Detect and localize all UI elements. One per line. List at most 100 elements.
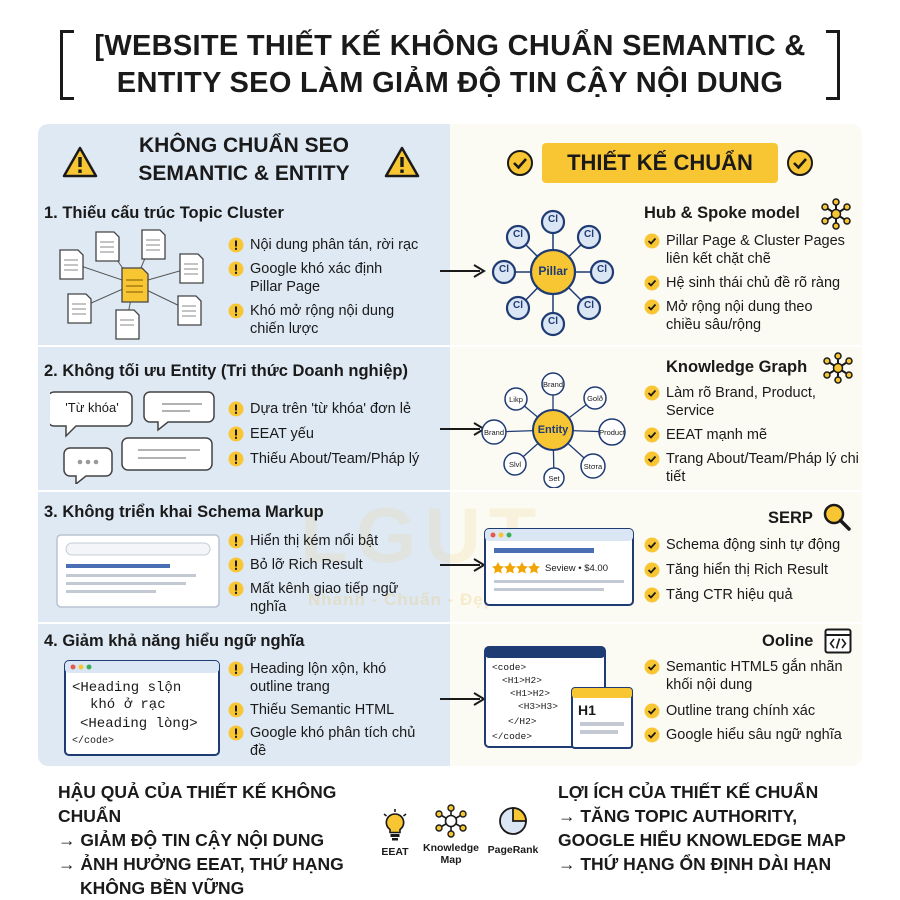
check-icon (644, 703, 660, 719)
bullet-item: Mất kênh giao tiếp ngữ nghĩa (228, 580, 418, 616)
left-header-line-2: SEMANTIC & ENTITY (138, 162, 350, 185)
messy-code-line: <Heading slộn (72, 680, 182, 696)
left-header-line-1: KHÔNG CHUẨN SEO (138, 134, 349, 157)
entity-node-label: Likp (509, 395, 523, 404)
exclamation-icon (228, 237, 244, 253)
bullet-item: EEAT yếu (228, 425, 428, 443)
bullet-item: Khó mở rộng nội dung chiến lược (228, 302, 418, 338)
bullet-item: Nội dung phân tán, rời rạc (228, 236, 428, 254)
check-icon (644, 451, 660, 467)
section-1-left-title: 1. Thiếu cấu trúc Topic Cluster (44, 204, 284, 222)
check-icon (644, 727, 660, 743)
messy-code-window-illustration (64, 660, 220, 756)
title-line-1: [WEBSITE THIẾT KẾ KHÔNG CHUẨN SEMANTIC & (94, 30, 806, 62)
exclamation-icon (228, 557, 244, 573)
check-icon (644, 299, 660, 315)
semantic-code-line: </H2> (508, 716, 537, 727)
keyword-bubble-label: 'Từ khóa' (65, 400, 119, 415)
exclamation-icon (228, 702, 244, 718)
cluster-node-label: Cl (597, 264, 607, 275)
section-2-left-title: 2. Không tối ưu Entity (Tri thức Doanh n… (44, 362, 408, 380)
bullet-item: Google hiểu sâu ngữ nghĩa (644, 726, 859, 744)
arrow-right-icon (440, 692, 486, 706)
code-window-icon (824, 628, 852, 654)
bullet-item: Hiển thị kém nổi bật (228, 532, 428, 550)
semantic-code-line: <H3>H3> (518, 701, 558, 712)
bullet-item: Google khó phân tích chủ đề (228, 724, 428, 760)
check-icon (644, 562, 660, 578)
semantic-code-line: <code> (492, 662, 527, 673)
warning-icon (62, 146, 98, 178)
bullet-item: Semantic HTML5 gắn nhãn khối nội dung (644, 658, 862, 694)
cluster-node-label: Cl (584, 229, 594, 240)
left-header: KHÔNG CHUẨN SEO SEMANTIC & ENTITY (38, 128, 450, 190)
plain-search-result-illustration (56, 534, 220, 608)
entity-node-label: Brand (542, 380, 563, 389)
network-icon (823, 352, 853, 384)
title-line-2: ENTITY SEO LÀM GIẢM ĐỘ TIN CẬY NỘI DUNG (116, 67, 784, 99)
warning-icon (384, 146, 420, 178)
watermark-tagline: Nhanh - Chuẩn - Đẹp (308, 590, 496, 609)
cluster-node-label: Cl (499, 264, 509, 275)
consequence-item: → ẢNH HƯỞNG EEAT, THỨ HẠNG (58, 854, 344, 874)
entity-node-label: Brand (483, 428, 504, 437)
benefits-summary: LỢI ÍCH CỦA THIẾT KẾ CHUẨN → TĂNG TOPIC … (558, 780, 858, 876)
pillar-label: Pillar (538, 264, 568, 278)
semantic-code-line: <H1>H2> (510, 688, 550, 699)
benefit-item: GOOGLE HIỂU KNOWLEDGE MAP (558, 830, 846, 850)
exclamation-icon (228, 261, 244, 277)
exclamation-icon (228, 426, 244, 442)
consequence-item: → GIẢM ĐỘ TIN CẬY NỘI DUNG (58, 830, 325, 850)
entity-node-label: Slvl (508, 460, 522, 469)
entity-node-label: Golð (587, 394, 603, 403)
section-4-right-title: Ooline (762, 632, 814, 650)
messy-code-line: <Heading lòng> (80, 716, 198, 732)
search-icon (823, 503, 851, 531)
pagerank-label: PageRank (487, 844, 539, 856)
entity-center-label: Entity (537, 424, 569, 436)
rich-result-browser-illustration (484, 528, 634, 606)
entity-node-label: Stσra (583, 462, 603, 471)
section-3-right-title: SERP (768, 509, 813, 527)
bullet-item: Mở rộng nội dung theo chiều sâu/rộng (644, 298, 844, 334)
bullet-item: Trang About/Team/Pháp lý chi tiết (644, 450, 859, 486)
bullet-item: EEAT mạnh mẽ (644, 426, 844, 444)
bullet-item: Bỏ lỡ Rich Result (228, 556, 428, 574)
bullet-item: Tăng CTR hiệu quả (644, 586, 859, 604)
cluster-node-label: Cl (584, 300, 594, 311)
section-divider (38, 490, 862, 492)
check-circle-icon (507, 150, 533, 176)
pie-chart-icon (499, 807, 527, 835)
cluster-node-label: Cl (548, 214, 558, 225)
check-icon (644, 385, 660, 401)
messy-code-line: khó ở rạc (90, 697, 166, 713)
semantic-code-line: <H1>H2> (502, 675, 542, 686)
exclamation-icon (228, 661, 244, 677)
check-icon (644, 537, 660, 553)
bullet-item: Schema động sinh tự động (644, 536, 859, 554)
rich-result-snippet: Seview • $4.00 (545, 563, 609, 574)
exclamation-icon (228, 581, 244, 597)
entity-graph-diagram (481, 372, 626, 488)
hub-spoke-diagram (491, 209, 615, 337)
left-panel (38, 124, 450, 766)
exclamation-icon (228, 401, 244, 417)
bullet-item: Hệ sinh thái chủ đề rõ ràng (644, 274, 859, 292)
bullet-item: Dựa trên 'từ khóa' đơn lẻ (228, 400, 438, 418)
semantic-code-line: </code> (492, 731, 532, 742)
exclamation-icon (228, 533, 244, 549)
lightbulb-icon (383, 809, 407, 841)
chat-bubbles-illustration (50, 391, 215, 484)
cluster-node-label: Cl (513, 300, 523, 311)
section-3-left-title: 3. Không triển khai Schema Markup (44, 503, 324, 521)
section-1-right-title: Hub & Spoke model (644, 204, 800, 222)
section-divider (38, 622, 862, 624)
section-2-right-title: Knowledge Graph (666, 358, 808, 376)
benefits-heading: LỢI ÍCH CỦA THIẾT KẾ CHUẨN (558, 782, 819, 802)
knowledge-map-label: Knowledge Map (422, 842, 479, 866)
entity-node-label: Product (599, 428, 625, 437)
messy-code-line: </code> (72, 736, 115, 747)
consequences-summary: HẬU QUẢ CỦA THIẾT KẾ KHÔNG CHUẨN → GIẢM … (58, 780, 388, 900)
arrow-right-icon (440, 558, 486, 572)
arrow-right-icon (440, 264, 486, 278)
